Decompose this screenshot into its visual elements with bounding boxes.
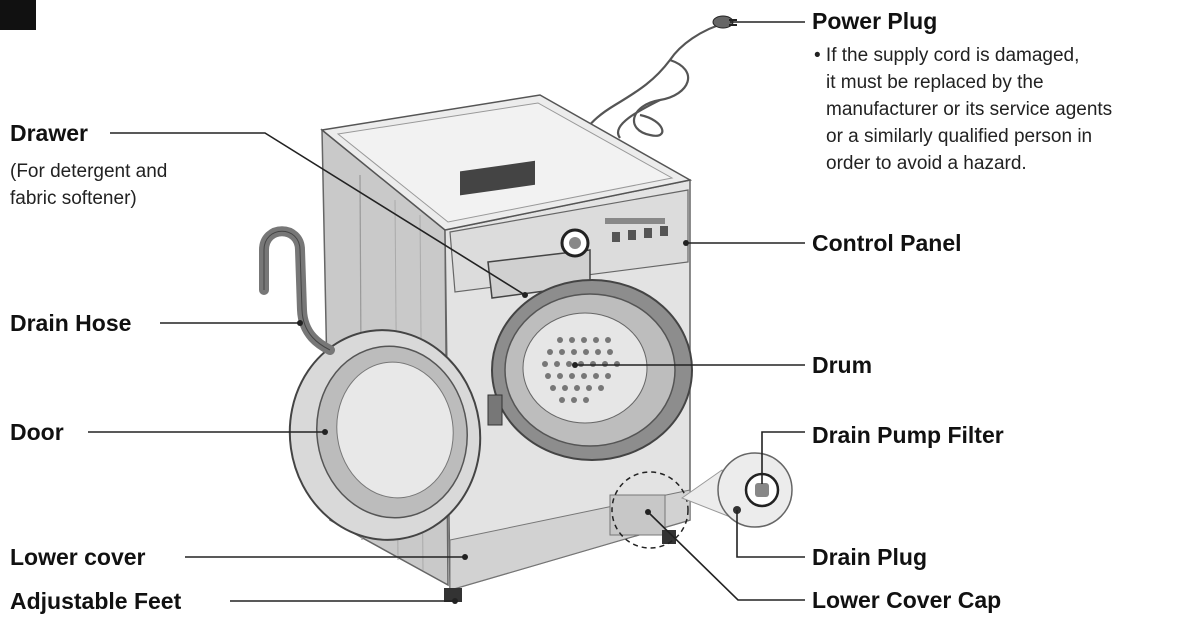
drawer-note-line-2: fabric softener) [10,188,137,209]
label-adjustable-feet: Adjustable Feet [10,588,182,614]
power-plug-note-line-4: or a similarly qualified person in [826,126,1093,147]
leader-drawer [110,132,526,296]
leader-drain-pump-filter [761,431,805,484]
cabinet-top-inner [336,102,674,223]
adjustable-foot-left [444,588,462,602]
adjustable-foot-right [662,530,676,544]
label-power-plug: Power Plug [812,8,938,34]
drain-hose [259,226,335,355]
label-drawer: Drawer [10,120,88,146]
label-drum: Drum [812,352,873,378]
label-door: Door [10,419,64,445]
power-plug-note-line-2: it must be replaced by the [826,72,1044,93]
power-plug-note-line-5: order to avoid a hazard. [826,153,1027,174]
leader-lower-cover-cap [647,511,805,601]
drawer-note-line-1: (For detergent and [10,161,168,182]
label-drain-pump-filter: Drain Pump Filter [812,422,1004,448]
door-hinge [487,394,503,426]
leader-lines [88,21,805,602]
label-lower-cover: Lower cover [10,544,146,570]
label-drain-hose: Drain Hose [10,310,132,336]
drain-access-cover [609,494,666,536]
power-plug-icon [712,15,737,29]
drain-hose-ridges [263,230,331,351]
label-drain-plug: Drain Plug [812,544,928,570]
drain-filter-callout [611,452,793,549]
label-lower-cover-cap: Lower Cover Cap [812,587,1002,613]
control-panel-area [449,160,689,299]
power-plug-note-line-3: manufacturer or its service agents [826,99,1113,120]
label-control-panel: Control Panel [812,230,962,256]
door [288,329,482,541]
drum-opening [487,279,693,461]
leader-drain-plug [736,510,805,558]
power-plug-note-line-1: • If the supply cord is damaged, [814,45,1080,66]
drum-perforations [542,337,620,403]
corner-marker [0,0,36,30]
power-cord [584,20,729,139]
